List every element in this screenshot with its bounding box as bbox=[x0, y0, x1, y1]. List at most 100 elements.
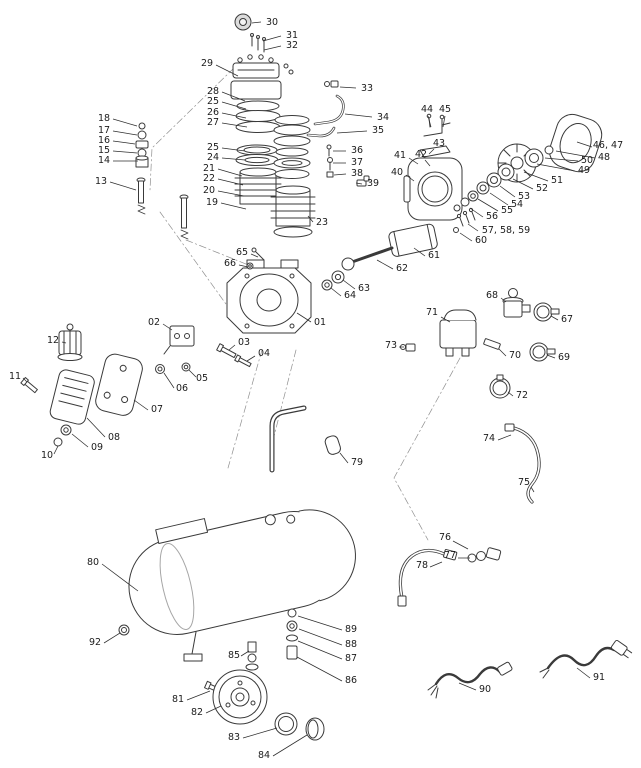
leader-line-part-29 bbox=[215, 64, 239, 77]
part-label-15: 15 bbox=[98, 145, 110, 156]
part-label-41: 41 bbox=[394, 150, 406, 161]
cylinder-part21-22 bbox=[234, 167, 282, 205]
part-label-60: 60 bbox=[475, 235, 487, 246]
washers-part63-64 bbox=[321, 270, 345, 291]
leader-line-part-27 bbox=[221, 122, 248, 128]
part-label-18: 18 bbox=[98, 113, 110, 124]
washer-nut-part09-10 bbox=[53, 424, 72, 447]
leader-line-part-76 bbox=[452, 540, 469, 550]
leader-line-part-20 bbox=[217, 190, 245, 197]
part-label-50: 50 bbox=[581, 155, 593, 166]
bolt-part65-66 bbox=[246, 247, 265, 270]
part-label-88: 88 bbox=[345, 639, 357, 650]
leader-line-part-18 bbox=[112, 118, 138, 127]
leader-line-part-22 bbox=[217, 178, 244, 186]
part-label-69: 69 bbox=[558, 352, 570, 363]
part-label-08: 08 bbox=[108, 432, 120, 443]
elbow-fitting-part39 bbox=[356, 175, 370, 187]
part-label-57-58-59: 57, 58, 59 bbox=[482, 225, 530, 236]
outlet-stack-part86-89 bbox=[286, 608, 298, 660]
leader-line-part-26 bbox=[221, 112, 247, 119]
leader-line-part-91 bbox=[576, 667, 591, 679]
gauge-part72 bbox=[489, 374, 511, 399]
part-label-78: 78 bbox=[416, 560, 428, 571]
leader-line-part-53 bbox=[499, 185, 516, 198]
part-label-63: 63 bbox=[358, 283, 370, 294]
leader-line-part-21 bbox=[217, 168, 243, 177]
leader-line-part-79 bbox=[339, 452, 349, 464]
pressure-switch-part71 bbox=[439, 309, 477, 357]
washers-part05-06 bbox=[155, 362, 191, 374]
rotor-part61 bbox=[388, 223, 438, 257]
part-label-26: 26 bbox=[207, 107, 219, 118]
valve-plate-part29 bbox=[230, 54, 294, 100]
leader-line-part-13 bbox=[109, 181, 137, 191]
leader-line-part-43 bbox=[428, 148, 435, 155]
leader-line-part-83 bbox=[242, 727, 278, 739]
leader-line-part-31 bbox=[262, 35, 282, 42]
part-label-42: 42 bbox=[415, 149, 427, 160]
leader-line-part-44 bbox=[427, 115, 432, 128]
part-label-46-47: 46, 47 bbox=[593, 140, 623, 151]
leader-line-part-86 bbox=[296, 656, 343, 682]
leader-line-part-05 bbox=[188, 369, 197, 378]
leader-line-part-07 bbox=[133, 399, 149, 411]
muffler-part08 bbox=[49, 369, 95, 425]
part-label-35: 35 bbox=[372, 125, 384, 136]
part-label-43: 43 bbox=[433, 138, 445, 149]
tank-part80 bbox=[128, 509, 356, 662]
leader-line-part-88 bbox=[298, 628, 343, 646]
leader-line-part-65 bbox=[250, 253, 259, 258]
part-label-45: 45 bbox=[439, 104, 451, 115]
part-label-32: 32 bbox=[286, 40, 298, 51]
part-label-25: 25 bbox=[207, 96, 219, 107]
leader-line-part-12 bbox=[61, 341, 67, 344]
leader-line-part-64 bbox=[330, 287, 342, 297]
part-label-01: 01 bbox=[314, 317, 326, 328]
leader-line-part-81 bbox=[186, 690, 211, 701]
part-label-52: 52 bbox=[536, 183, 548, 194]
part-label-34: 34 bbox=[377, 112, 389, 123]
leader-line-part-62 bbox=[376, 259, 394, 270]
part-label-89: 89 bbox=[345, 624, 357, 635]
part-label-19: 19 bbox=[206, 197, 218, 208]
leader-line-part-42 bbox=[424, 159, 431, 167]
leader-line-part-55 bbox=[477, 198, 499, 212]
leader-line-part-74 bbox=[497, 434, 512, 441]
part-label-80: 80 bbox=[87, 557, 99, 568]
leader-line-part-30 bbox=[251, 21, 262, 24]
leader-line-part-33 bbox=[339, 86, 357, 89]
leader-line-part-24 bbox=[221, 157, 246, 161]
hub-cap-part84 bbox=[305, 717, 325, 741]
part-label-39: 39 bbox=[367, 178, 379, 189]
power-cord-part90 bbox=[427, 661, 513, 699]
leader-line-part-03 bbox=[228, 344, 236, 351]
part-label-48: 48 bbox=[598, 152, 610, 163]
part-label-79: 79 bbox=[351, 457, 363, 468]
part-label-23: 23 bbox=[316, 217, 328, 228]
leader-line-part-67 bbox=[550, 315, 559, 321]
power-cord-part91 bbox=[539, 639, 633, 679]
part-label-84: 84 bbox=[258, 750, 270, 761]
part-label-07: 07 bbox=[151, 404, 163, 415]
part-label-10: 10 bbox=[41, 450, 53, 461]
part-label-49: 49 bbox=[578, 165, 590, 176]
part-label-40: 40 bbox=[391, 167, 403, 178]
gasket-stack-right bbox=[273, 115, 311, 179]
leader-line-part-48 bbox=[555, 150, 596, 159]
part-label-74: 74 bbox=[483, 433, 495, 444]
leader-line-part-82 bbox=[205, 705, 222, 714]
handle-grip-part79 bbox=[324, 435, 341, 455]
leader-line-part-68 bbox=[500, 297, 507, 303]
cylinder-part23 bbox=[270, 185, 316, 238]
part-label-09: 09 bbox=[91, 442, 103, 453]
leader-line-part-75 bbox=[530, 486, 535, 493]
part-label-31: 31 bbox=[286, 30, 298, 41]
part-label-82: 82 bbox=[191, 707, 203, 718]
leader-line-part-35 bbox=[336, 130, 368, 134]
nipple-part70 bbox=[483, 338, 501, 350]
handle-pipe bbox=[269, 405, 307, 473]
regulator-part68 bbox=[502, 288, 531, 318]
part-label-29: 29 bbox=[201, 58, 213, 69]
